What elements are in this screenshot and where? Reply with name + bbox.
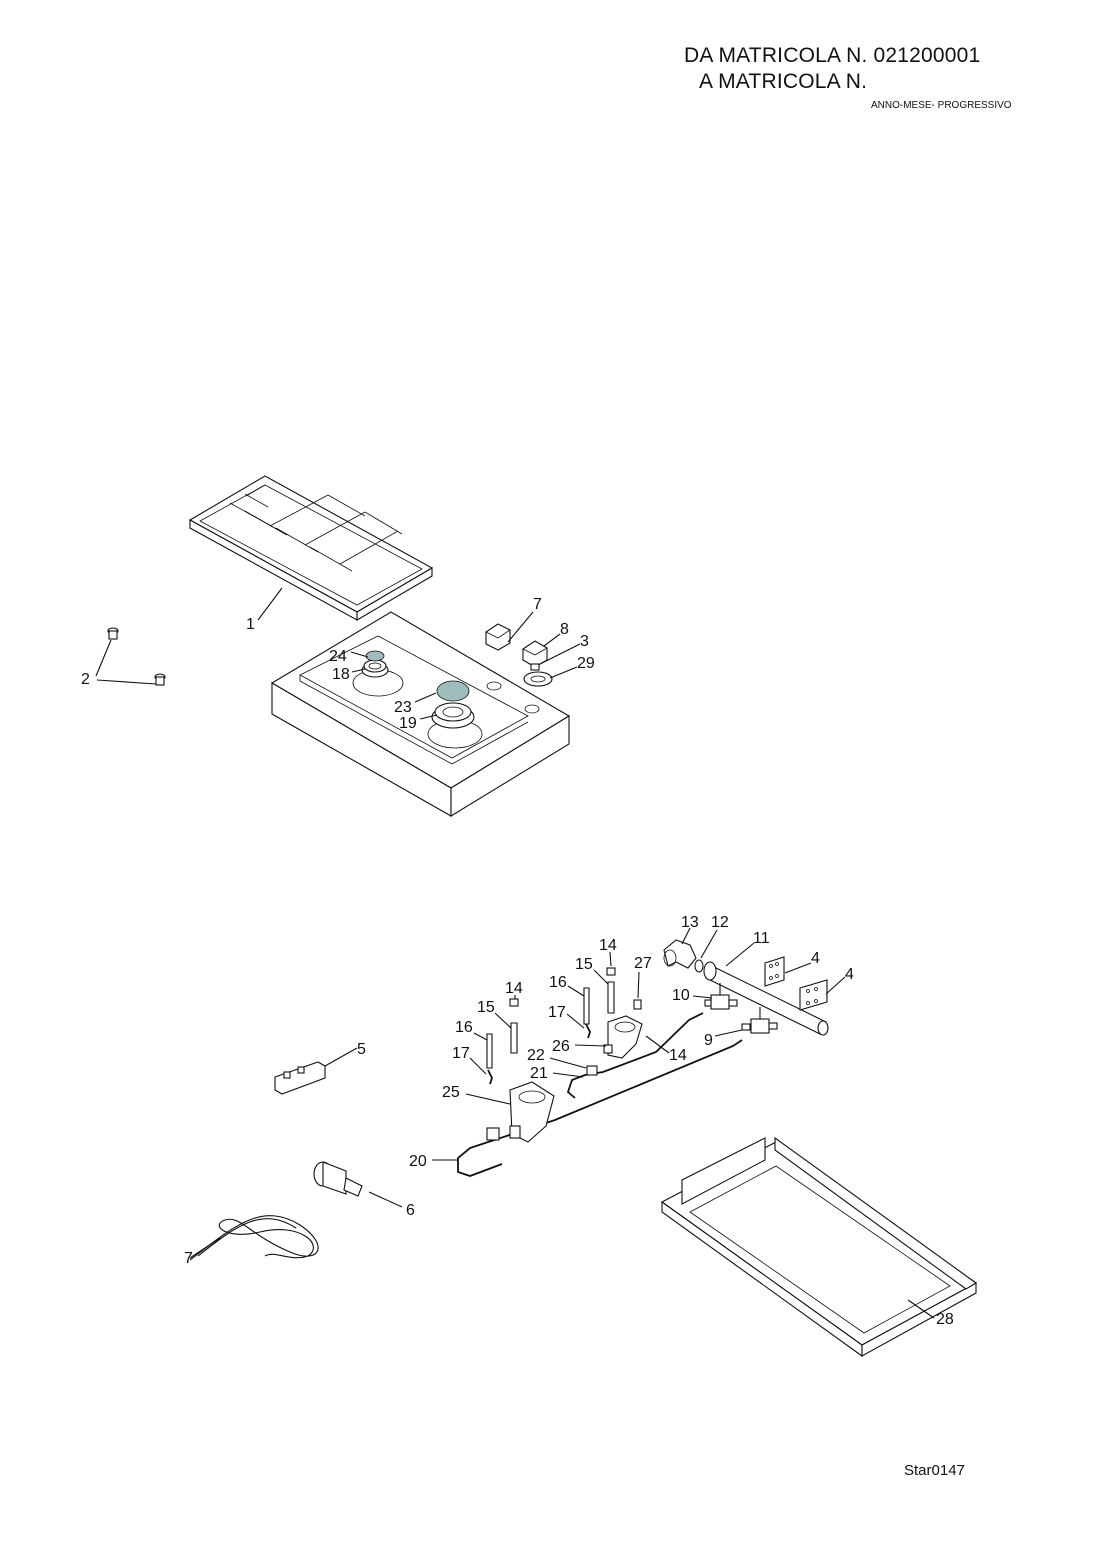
callout-14-top: 14: [599, 937, 617, 954]
pipe-nut-20: [486, 1127, 500, 1141]
small-burner-cap: [365, 650, 385, 662]
ignition-switch: [313, 1161, 363, 1197]
knob-8: [522, 640, 548, 671]
small-burner: [361, 659, 389, 678]
electrode-17-lower: [487, 1069, 493, 1085]
callout-20: 20: [409, 1153, 427, 1170]
callout-15-mid: 15: [477, 999, 495, 1016]
callout-24: 24: [329, 648, 347, 665]
thermocouple-16-lower: [486, 1033, 493, 1069]
nut-14-upper: [606, 967, 616, 976]
callout-11: 11: [753, 930, 770, 947]
callout-8: 8: [560, 621, 569, 638]
callout-17-low: 17: [452, 1045, 470, 1062]
hob-body: [270, 611, 571, 817]
callout-6: 6: [406, 1202, 415, 1219]
serial-format-note: ANNO-MESE- PROGRESSIVO: [871, 100, 1012, 111]
callout-15-top: 15: [575, 956, 593, 973]
callout-5: 5: [357, 1041, 366, 1058]
callout-7-bottom: 7: [184, 1250, 193, 1267]
knob-ring: [523, 671, 553, 687]
callout-18: 18: [332, 666, 350, 683]
knob-7: [485, 623, 511, 651]
callout-29: 29: [577, 655, 595, 672]
large-burner: [431, 702, 475, 729]
screw-1: [107, 627, 119, 640]
pan-support-grid: [188, 475, 434, 621]
callout-13: 13: [681, 914, 699, 931]
leader-lines: [95, 587, 935, 1319]
callout-28: 28: [936, 1311, 954, 1328]
callout-2: 2: [81, 671, 90, 688]
callout-labels: 1 2 24 18 23 19 7 8 3 29 13 12 11 4 4 14…: [81, 596, 954, 1328]
callout-25: 25: [442, 1084, 460, 1101]
large-burner-cap: [436, 680, 470, 702]
callout-23: 23: [394, 699, 412, 716]
clamp-5: [274, 1061, 326, 1095]
drip-tray: [660, 1136, 978, 1358]
serial-from-label: DA MATRICOLA N. 021200001: [684, 44, 981, 67]
callout-14-pipe: 14: [669, 1047, 687, 1064]
thermocouple-cable: [189, 1215, 319, 1261]
callout-17-top: 17: [548, 1004, 566, 1021]
washer: [694, 959, 704, 973]
burner-body-26: [603, 1015, 643, 1059]
gas-tap-9: [741, 1007, 778, 1034]
callout-10: 10: [672, 987, 690, 1004]
callout-1: 1: [246, 616, 255, 633]
bracket-1: [764, 956, 785, 987]
elbow-fitting: [663, 939, 697, 969]
gas-tap-10: [704, 983, 738, 1010]
callout-16-top: 16: [549, 974, 567, 991]
drawing-code: Star0147: [904, 1462, 965, 1479]
callout-3: 3: [580, 633, 589, 650]
callout-14-mid: 14: [505, 980, 523, 997]
callout-4-b: 4: [845, 966, 854, 983]
nut-14-lower: [509, 998, 519, 1007]
thermocouple-15-upper: [607, 981, 615, 1014]
burner-body-25: [509, 1081, 555, 1143]
callout-22: 22: [527, 1047, 545, 1064]
serial-to-label: A MATRICOLA N.: [699, 70, 868, 93]
callout-12: 12: [711, 914, 729, 931]
thermocouple-16-upper: [583, 987, 590, 1025]
gas-rail: [703, 961, 829, 1036]
callout-16-mid: 16: [455, 1019, 473, 1036]
electrode-17-upper: [585, 1023, 591, 1039]
callout-26: 26: [552, 1038, 570, 1055]
callout-27: 27: [634, 955, 652, 972]
callout-4-a: 4: [811, 950, 820, 967]
callout-7-top: 7: [533, 596, 542, 613]
injector-27: [633, 999, 642, 1010]
bracket-2: [799, 979, 828, 1011]
callout-19: 19: [399, 715, 417, 732]
thermocouple-15-lower: [510, 1022, 518, 1054]
callout-9: 9: [704, 1032, 713, 1049]
gas-pipe-9: [457, 1039, 743, 1177]
screw-2: [154, 673, 166, 686]
callout-21: 21: [530, 1065, 548, 1082]
pipe-nut-22: [586, 1065, 598, 1076]
